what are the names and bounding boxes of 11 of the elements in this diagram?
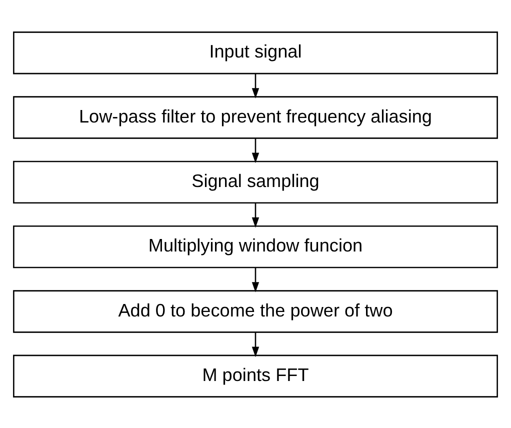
arrow — [252, 332, 260, 357]
arrow — [252, 138, 260, 163]
node-box: Signal sampling — [13, 160, 498, 203]
node-box: M points FFT — [13, 354, 498, 397]
node-box: Low-pass filter to prevent frequency aliasing — [13, 96, 498, 138]
node-box: Add 0 to become the power of two — [13, 290, 498, 332]
arrow — [252, 202, 260, 228]
node-box: Multiplying window funcion — [13, 225, 498, 268]
node-box: Input signal — [13, 31, 498, 74]
arrow — [252, 267, 260, 292]
arrow — [252, 73, 260, 98]
